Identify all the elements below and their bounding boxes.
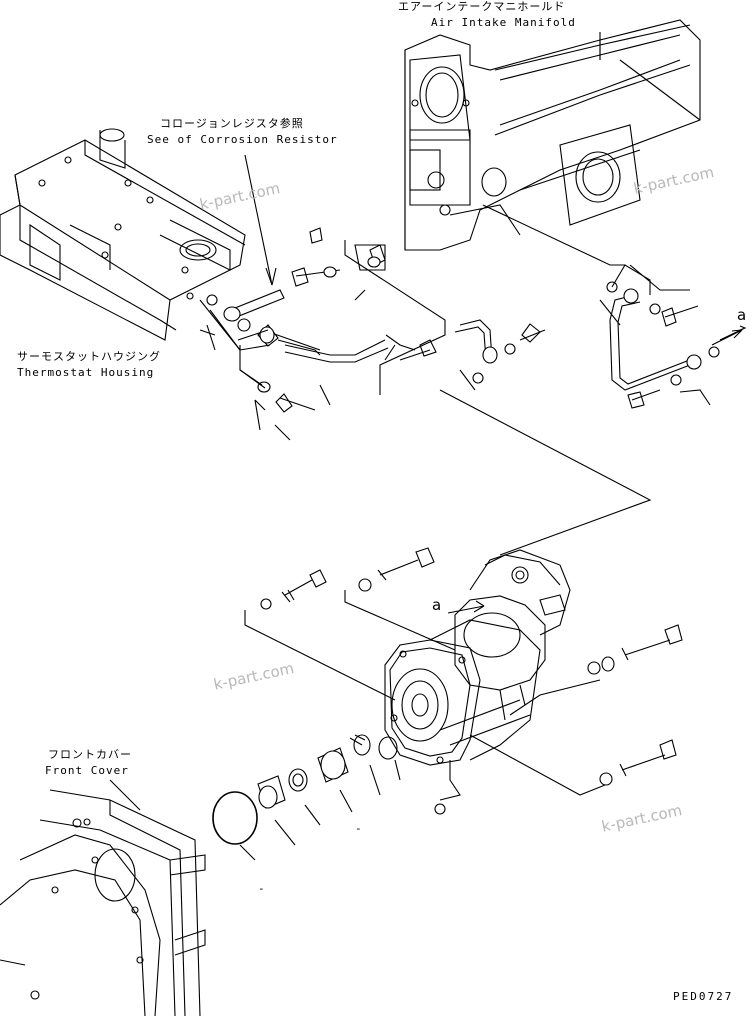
arrow-a-center [447, 600, 485, 614]
corrosion-resistor-label-en: See of Corrosion Resistor [147, 133, 338, 146]
drawing-code: PED0727 [673, 990, 734, 1003]
air-intake-manifold-label-jp: エアーインテークマニホールド [398, 0, 566, 13]
air-intake-manifold-label-en: Air Intake Manifold [431, 16, 576, 29]
leader-lines [199, 204, 690, 801]
thermostat-fittings [199, 289, 321, 441]
air-intake-manifold [404, 19, 701, 251]
front-cover-label-en: Front Cover [45, 764, 129, 777]
corrosion-resistor-label-jp: コロージョンレジスタ参照 [160, 117, 304, 130]
drive-gear-parts [212, 734, 401, 861]
air-compressor [384, 549, 571, 766]
arrow-a-center-label: a [432, 596, 442, 614]
thermostat-housing-label-en: Thermostat Housing [17, 366, 155, 379]
compressor-fasteners [260, 547, 683, 815]
thermostat-housing [0, 128, 246, 341]
right-pipe [599, 264, 747, 409]
arrow-a-right-label: a [737, 306, 747, 324]
dash-mark-1: - [355, 822, 362, 835]
front-cover [0, 789, 206, 1016]
water-pipe [284, 227, 546, 391]
front-cover-label-jp: フロントカバー [48, 748, 132, 761]
dash-mark-2: - [258, 882, 265, 895]
thermostat-housing-label-jp: サーモスタットハウジング [17, 350, 161, 363]
arrow-a-right [711, 329, 743, 346]
